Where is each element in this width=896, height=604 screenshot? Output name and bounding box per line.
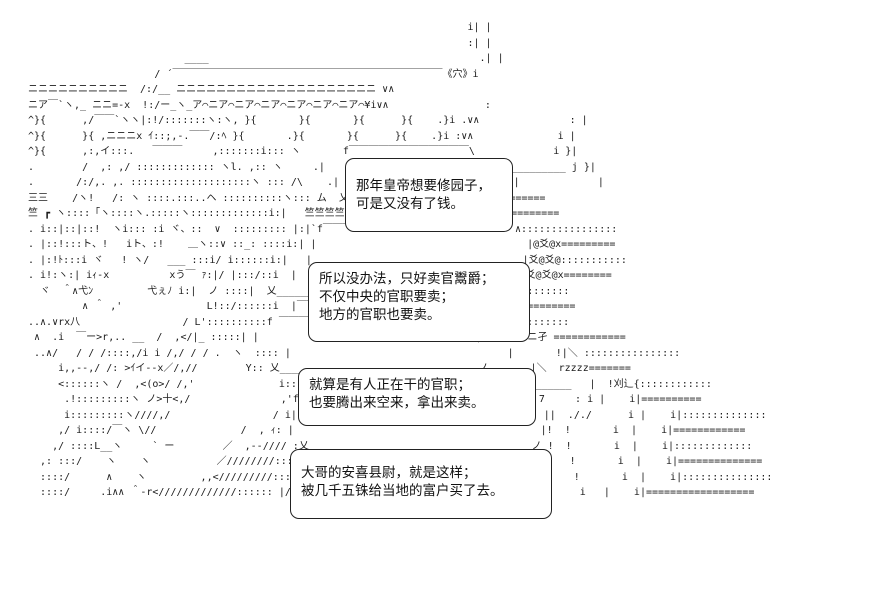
- ascii-art: i| | :| | ____ .| | / ´￣￣￣￣￣￣￣￣￣￣￣￣￣: [28, 22, 773, 498]
- bubble-2-line-3: 地方的官职也要卖。: [319, 307, 441, 323]
- bubble-1-line-2: 可是又没有了钱。: [356, 196, 464, 212]
- bubble-1-line-1: 那年皇帝想要修园子，: [356, 178, 491, 194]
- speech-bubble-3: 就算是有人正在干的官职； 也要腾出来空来，拿出来卖。: [298, 368, 536, 426]
- speech-bubble-2: 所以没办法，只好卖官鬻爵； 不仅中央的官职要卖； 地方的官职也要卖。: [308, 262, 530, 342]
- bubble-2-line-1: 所以没办法，只好卖官鬻爵；: [319, 271, 495, 287]
- bubble-4-line-1: 大哥的安喜县尉，就是这样；: [301, 465, 477, 481]
- bubble-2-line-2: 不仅中央的官职要卖；: [319, 289, 454, 305]
- bubble-3-line-2: 也要腾出来空来，拿出来卖。: [309, 395, 485, 411]
- speech-bubble-1: 那年皇帝想要修园子， 可是又没有了钱。: [345, 158, 513, 232]
- bubble-3-line-1: 就算是有人正在干的官职；: [309, 377, 471, 393]
- speech-bubble-4: 大哥的安喜县尉，就是这样； 被几千五铢给当地的富户买了去。: [290, 449, 552, 519]
- bubble-4-line-2: 被几千五铢给当地的富户买了去。: [301, 483, 504, 499]
